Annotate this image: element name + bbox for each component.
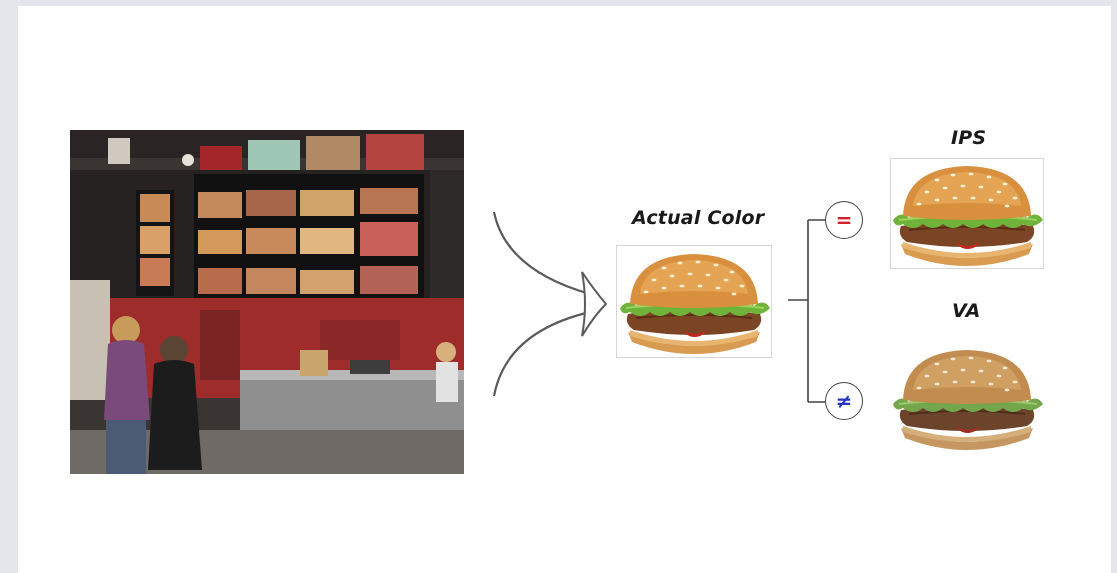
burger-image	[891, 348, 1045, 452]
restaurant-photo	[70, 130, 464, 474]
equals-symbol: =	[835, 208, 853, 232]
burger-image	[891, 164, 1045, 268]
burger-image	[618, 252, 772, 356]
ips-label: IPS	[951, 127, 987, 149]
curved-arrow-icon	[492, 211, 608, 397]
branch-connector	[788, 219, 826, 403]
actual-burger-frame	[616, 245, 772, 358]
actual-color-label: Actual Color	[632, 207, 765, 229]
not-equal-symbol: ≠	[835, 389, 853, 413]
not-equal-icon: ≠	[825, 382, 863, 420]
va-burger-frame	[890, 343, 1045, 455]
equals-icon: =	[825, 201, 863, 239]
va-label: VA	[952, 300, 981, 322]
ips-burger-frame	[890, 158, 1045, 269]
